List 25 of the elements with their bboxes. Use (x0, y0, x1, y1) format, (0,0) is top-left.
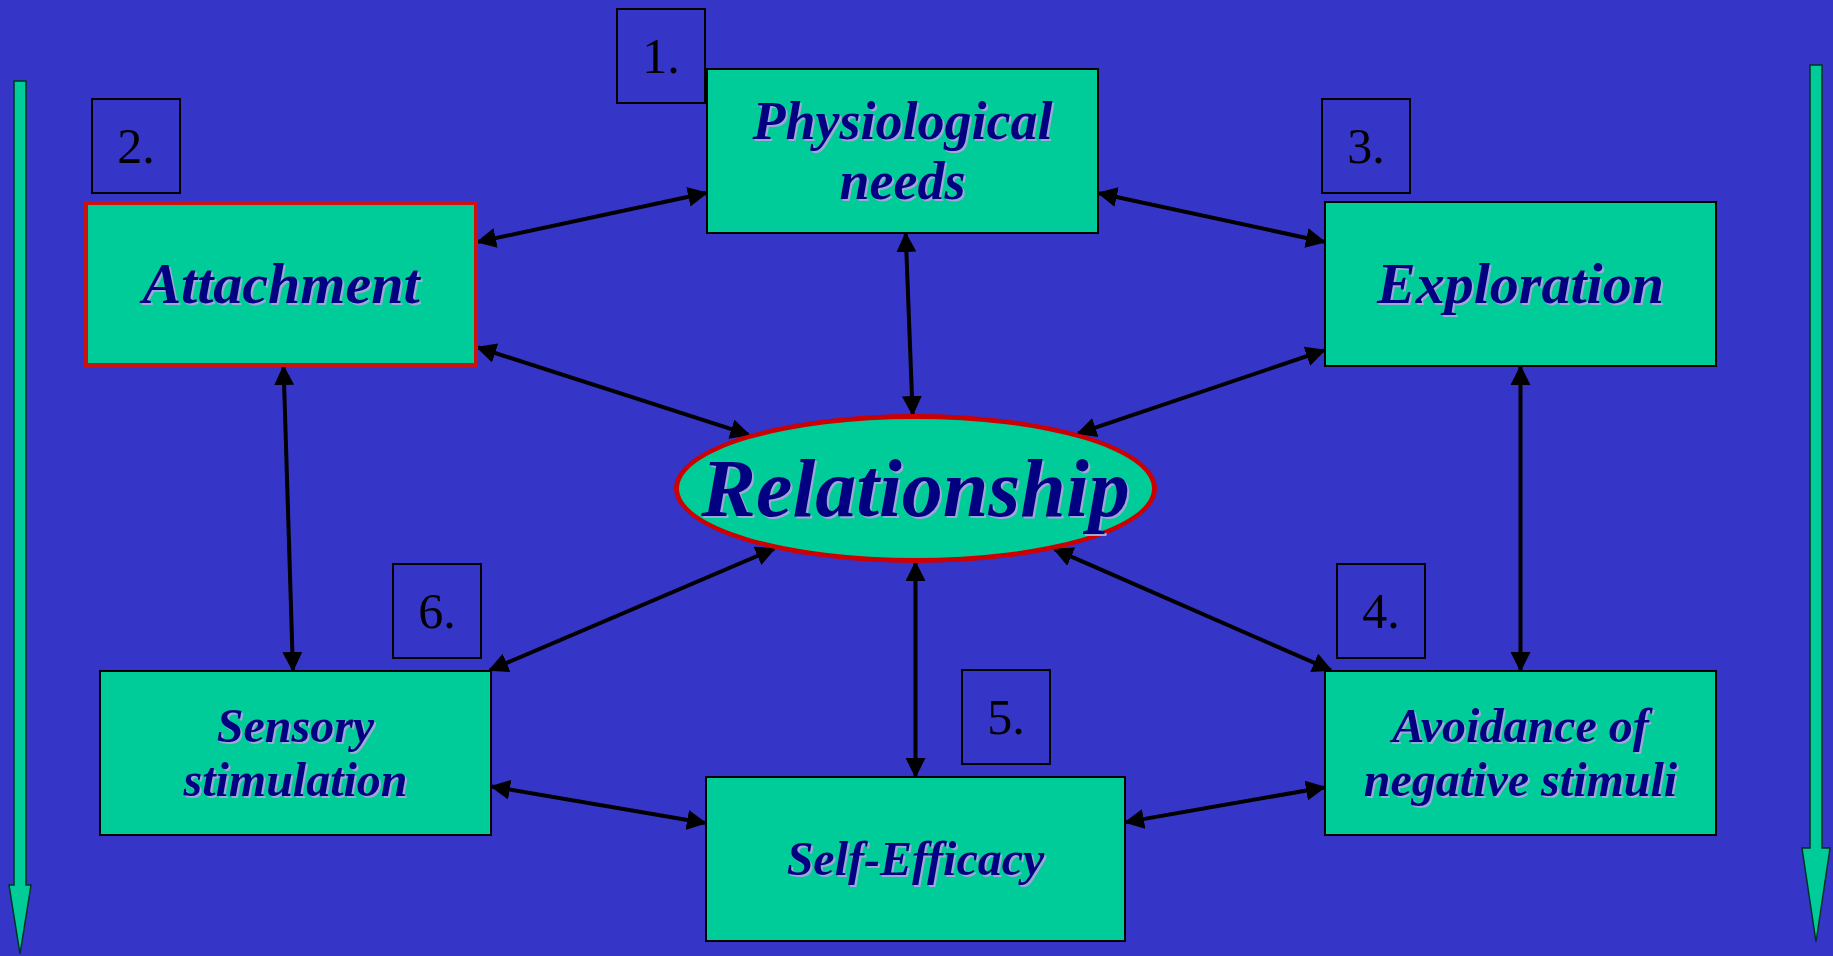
number-box: 6. (392, 563, 482, 659)
concept-label: Self-Efficacy (786, 832, 1045, 886)
number-box: 2. (91, 98, 181, 194)
concept-box (1324, 201, 1717, 367)
concept-label: Sensory stimulation (182, 699, 409, 807)
double-arrow (1052, 547, 1333, 672)
concept-box (99, 670, 492, 836)
double-arrow (1510, 365, 1531, 672)
number-box: 5. (961, 669, 1051, 765)
double-arrow (274, 365, 303, 672)
number-box: 4. (1336, 563, 1426, 659)
double-arrow (1076, 346, 1326, 438)
concept-label: Physiological needs (751, 90, 1054, 212)
number-box: 3. (1321, 98, 1411, 194)
concept-box (706, 68, 1099, 234)
double-arrow (896, 232, 922, 416)
double-arrow (905, 561, 926, 778)
concept-label: Relationship (701, 442, 1130, 535)
concept-box (1324, 670, 1717, 836)
concept-box (705, 776, 1126, 942)
concept-label: Avoidance of negative stimuli (1362, 699, 1679, 807)
concept-box (84, 201, 478, 367)
number-box: 1. (616, 8, 706, 104)
concept-label: Exploration (1377, 251, 1664, 317)
double-arrow (488, 546, 776, 673)
